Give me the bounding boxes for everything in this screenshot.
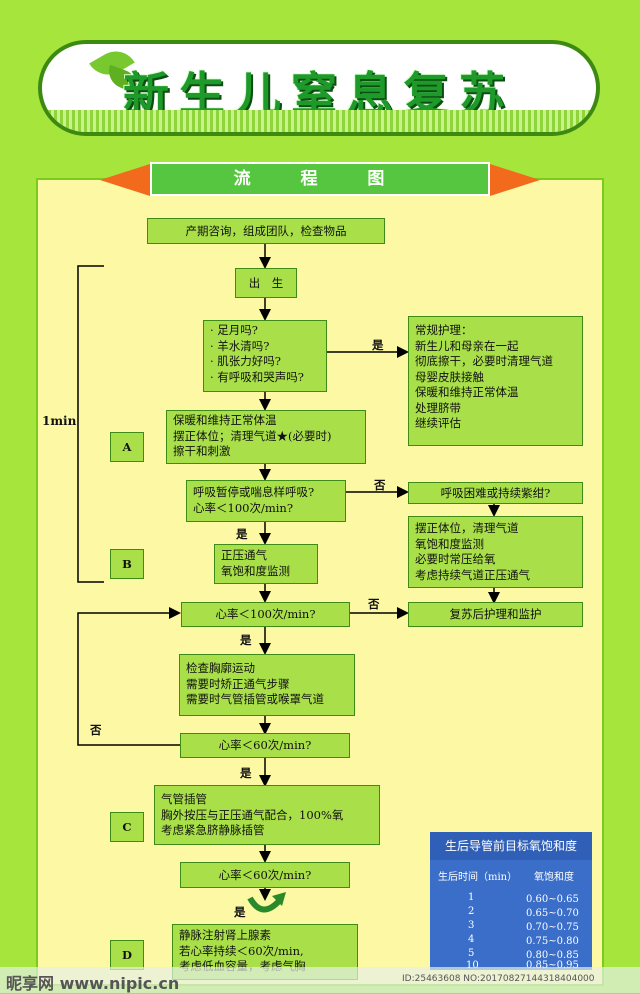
grass-decoration — [42, 110, 596, 132]
yes-label: 是 — [240, 766, 252, 780]
step-c-box: 气管插管 胸外按压与正压通气配合，100%氧 考虑紧急脐静脉插管 — [154, 785, 380, 845]
curved-arrow-icon — [247, 896, 283, 913]
support-item: 考虑持续气道正压通气 — [415, 567, 530, 582]
no-label: 否 — [374, 478, 386, 492]
step-d-marker: D — [110, 940, 144, 970]
hr100-decision-box: 心率＜100次/min? — [181, 602, 350, 627]
flowbar-arrows — [100, 164, 540, 196]
table-cell: 0.70~0.75 — [526, 922, 579, 933]
apnea-item: 呼吸暂停或喘息样呼吸? — [193, 485, 315, 499]
step-d-item: 若心率持续＜60次/min, — [179, 943, 304, 958]
step-c-item: 考虑紧急脐静脉插管 — [161, 823, 265, 837]
distress-box: 呼吸困难或持续紫绀? — [408, 482, 583, 504]
hr60-decision-box: 心率＜60次/min? — [180, 733, 350, 758]
support-item: 摆正体位，清理气道 — [415, 521, 519, 535]
chest-item: 检查胸廓运动 — [186, 661, 255, 675]
apnea-item: 心率＜100次/min? — [193, 500, 293, 515]
yes-label: 是 — [240, 633, 252, 647]
step-d-item: 静脉注射肾上腺素 — [179, 928, 271, 942]
assessment-questions-box: · 足月吗? · 羊水清吗? · 肌张力好吗? · 有呼吸和哭声吗? — [203, 320, 327, 392]
question-item: · 足月吗? — [210, 323, 258, 337]
support-box: 摆正体位，清理气道 氧饱和度监测 必要时常压给氧 考虑持续气道正压通气 — [408, 516, 583, 588]
yes-label: 是 — [234, 905, 246, 919]
chest-item: 需要时气管插管或喉罩气道 — [186, 692, 324, 706]
routine-care-box: 常规护理： 新生儿和母亲在一起 彻底擦干，必要时清理气道 母婴皮肤接触 保暖和维… — [408, 316, 583, 446]
routine-item: 继续评估 — [415, 416, 461, 430]
yes-label: 是 — [372, 338, 384, 352]
watermark-left: 昵享网 www.nipic.cn — [6, 974, 180, 993]
routine-item: 常规护理： — [415, 323, 473, 337]
spo2-target-table: 生后导管前目标氧饱和度 生后时间（min） 氧饱和度 1 0.60~0.65 2… — [430, 832, 592, 971]
yes-label: 是 — [236, 527, 248, 541]
prenatal-box: 产期咨询，组成团队，检查物品 — [147, 218, 385, 244]
routine-item: 彻底擦干，必要时清理气道 — [415, 354, 553, 368]
step-c-item: 气管插管 — [161, 792, 207, 806]
table-cell: 0.65~0.70 — [526, 908, 579, 919]
watermark-right: ID:25463608 NO:20170827144318404000 — [402, 974, 595, 984]
title-banner: 新生儿窒息复苏 — [38, 40, 600, 136]
table-cell: 3 — [468, 920, 475, 931]
table-cell: 4 — [468, 934, 475, 945]
watermark-bar: 昵享网 www.nipic.cn ID:25463608 NO:20170827… — [0, 967, 640, 993]
step-a-item: 保暖和维持正常体温 — [173, 413, 277, 427]
column-header-time: 生后时间（min） — [438, 872, 518, 883]
table-cell: 2 — [468, 906, 475, 917]
support-item: 必要时常压给氧 — [415, 552, 496, 566]
hr60-second-decision-box: 心率＜60次/min? — [180, 862, 350, 888]
routine-item: 新生儿和母亲在一起 — [415, 338, 519, 353]
no-label: 否 — [368, 597, 380, 611]
step-c-marker: C — [110, 812, 144, 842]
post-resuscitation-box: 复苏后护理和监护 — [408, 602, 583, 627]
question-item: · 有呼吸和哭声吗? — [210, 369, 304, 384]
table-cell: 1 — [468, 892, 475, 903]
step-b-item: 氧饱和度监测 — [221, 563, 290, 578]
table-title: 生后导管前目标氧饱和度 — [430, 832, 592, 860]
column-header-saturation: 氧饱和度 — [534, 872, 574, 883]
step-a-item: 擦干和刺激 — [173, 444, 231, 458]
routine-item: 母婴皮肤接触 — [415, 369, 484, 384]
table-cell: 5 — [468, 948, 475, 959]
chest-check-box: 检查胸廓运动 需要时矫正通气步骤 需要时气管插管或喉罩气道 — [179, 654, 355, 716]
step-b-box: 正压通气 氧饱和度监测 — [214, 544, 318, 584]
support-item: 氧饱和度监测 — [415, 536, 484, 551]
question-item: · 肌张力好吗? — [210, 354, 281, 368]
table-cell: 0.85~0.95 — [526, 960, 579, 971]
step-b-item: 正压通气 — [221, 548, 267, 562]
table-cell: 10 — [466, 960, 479, 971]
step-a-item: 摆正体位；清理气道★(必要时) — [173, 428, 332, 443]
apnea-decision-box: 呼吸暂停或喘息样呼吸? 心率＜100次/min? — [186, 480, 346, 522]
question-item: · 羊水清吗? — [210, 338, 270, 353]
routine-item: 处理脐带 — [415, 400, 461, 415]
step-b-marker: B — [110, 549, 144, 579]
one-minute-label: 1min — [42, 414, 77, 428]
table-cell: 0.60~0.65 — [526, 894, 579, 905]
step-a-marker: A — [110, 432, 144, 462]
table-cell: 0.80~0.85 — [526, 950, 579, 961]
routine-item: 保暖和维持正常体温 — [415, 385, 519, 399]
no-label: 否 — [90, 723, 102, 737]
table-cell: 0.75~0.80 — [526, 936, 579, 947]
flowchart-subtitle: 流 程 图 — [150, 162, 490, 196]
chest-item: 需要时矫正通气步骤 — [186, 676, 290, 691]
right-arrow-icon — [490, 164, 540, 196]
left-arrow-icon — [100, 164, 150, 196]
step-a-box: 保暖和维持正常体温 摆正体位；清理气道★(必要时) 擦干和刺激 — [166, 410, 366, 464]
birth-box: 出 生 — [235, 268, 297, 298]
step-c-item: 胸外按压与正压通气配合，100%氧 — [161, 807, 344, 822]
